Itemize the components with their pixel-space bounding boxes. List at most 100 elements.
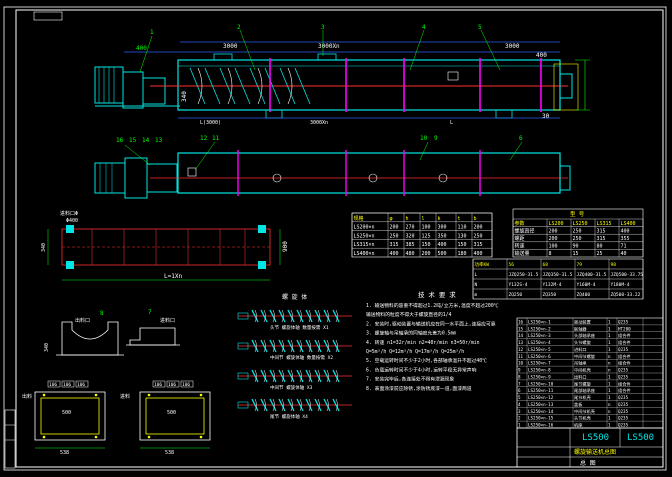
- table2-cell: 转速: [515, 243, 525, 250]
- bom-cell: 7: [518, 381, 521, 386]
- table3-cell: Y132S-4: [509, 282, 528, 288]
- frame-dim-length: L=1Xn: [164, 273, 182, 280]
- screw-flight: [251, 339, 340, 353]
- table1-cell: 150: [458, 242, 467, 248]
- bom-cell: 吊轴承: [574, 360, 587, 367]
- bom-cell: n: [608, 368, 611, 373]
- table1-cell: 480: [406, 251, 415, 257]
- table1-cell: 385: [406, 242, 415, 248]
- bom-cell: 2: [518, 416, 521, 421]
- table1-cell: 400: [474, 251, 483, 257]
- leader: [509, 141, 523, 161]
- side-strip: [4, 409, 16, 469]
- table2-cell: 71: [621, 244, 627, 250]
- bom-cell: LS250×n-12: [528, 395, 554, 400]
- table3-cell: ZQ400: [577, 292, 591, 298]
- bom-cell: 1: [608, 319, 611, 324]
- outlet-dim-inner: 500: [62, 410, 71, 416]
- bom-cell: LS250×n-10: [528, 381, 554, 386]
- outlet-frame: [34, 391, 106, 441]
- outer-border: [3, 6, 667, 471]
- bom-cell: 1: [608, 388, 611, 393]
- inlet-side-label: 进料: [120, 393, 130, 400]
- plan-view: 16 15 14 13 12 11 10 9 6: [94, 135, 571, 199]
- bom-cell: 组合件: [618, 387, 631, 394]
- dim-text-top-1: 3000: [223, 43, 238, 50]
- table3-cell: Y132M-4: [543, 282, 562, 288]
- outlet-bolt: [94, 435, 98, 439]
- leader: [194, 141, 216, 171]
- dim-text-top-0: 400: [136, 45, 147, 52]
- table3-cell: 79: [577, 262, 583, 268]
- table1-cell: 110: [458, 225, 467, 231]
- table3-cell: ZQ500-33.22: [611, 292, 641, 298]
- bom-cell: 盖板: [574, 401, 583, 408]
- inlet-outlet-details: 出料口 340 8 进料口 7 106 106 106 500 538 出料: [22, 309, 211, 456]
- table1-cell: 500: [438, 251, 447, 257]
- bom-cell: LS250×n-3: [528, 333, 551, 338]
- screw-flight-edge: [254, 309, 338, 323]
- leader: [139, 35, 153, 73]
- tail-bearing: [559, 73, 573, 99]
- bom-cell: 5: [518, 395, 521, 400]
- bom-cell: 组合件: [618, 360, 631, 367]
- balloon-4: 4: [422, 24, 426, 31]
- table3-cell: m: [475, 293, 478, 298]
- bom-cell: Q235: [618, 409, 629, 414]
- table2-cell: 250: [573, 228, 582, 234]
- bom-cell: 14: [518, 333, 524, 338]
- notes-title: 技 术 要 求: [418, 290, 456, 299]
- dim-text-bottom-0: L(3000): [200, 120, 221, 126]
- bom-cell: 机座: [574, 422, 582, 429]
- screw-flight: [251, 398, 340, 412]
- note-line: 7. 安装完毕后,各连接处不得有泄漏现象: [366, 376, 455, 383]
- inlet: [317, 53, 337, 61]
- table1-cell: 100: [422, 225, 431, 231]
- bom-cell: Q235: [618, 347, 629, 352]
- title-name: 螺旋输送机总图: [574, 448, 616, 456]
- bom-cell: LS250×n-6: [528, 354, 551, 359]
- bom-cell: 1: [608, 416, 611, 421]
- table1-cell: 250: [474, 233, 483, 239]
- plan-hole: [438, 173, 448, 183]
- table2-cell: LS250: [573, 221, 588, 227]
- bom-cell: 1: [608, 333, 611, 338]
- inlet-tag-box: [180, 380, 194, 388]
- screw-flight: [251, 369, 340, 383]
- table3-cell: JZQ350-31.5: [543, 272, 573, 278]
- table2-cell: 8: [549, 251, 552, 257]
- table2-cell: 输送量: [515, 250, 530, 257]
- outlet-inner: [40, 397, 100, 435]
- table3-cell: 56: [509, 262, 515, 268]
- table3-cell: JZQ500-33.75: [611, 272, 644, 278]
- bom-cell: 尾节机壳: [574, 394, 592, 401]
- bom-cell: 联轴器: [574, 325, 587, 332]
- bom-cell: 中间节机壳: [574, 408, 596, 415]
- balloon-2: 2: [237, 24, 241, 31]
- bom-cell: LS250×n-1: [528, 319, 551, 324]
- bom-cell: 1: [608, 347, 611, 352]
- outlet-tag-box: [61, 380, 75, 388]
- table3-cell: ZQ250: [509, 292, 523, 298]
- table1-cell: LS315×n: [354, 242, 375, 248]
- bom-cell: 组合件: [618, 339, 631, 346]
- saddle-support: [61, 321, 119, 356]
- bom-cell: 头节机壳: [574, 415, 592, 422]
- balloon-14: 14: [142, 137, 150, 144]
- table1-cell: h: [406, 216, 409, 222]
- bom-cell: n: [608, 402, 611, 407]
- title-block: LS500 LS500 螺旋输送机总图 总 图: [516, 427, 664, 468]
- support-frame-view: 进料口Φ Φ400 L=1Xn 340 900: [41, 210, 289, 281]
- screw-coupling: [237, 312, 249, 320]
- bom-cell: 组合件: [618, 332, 631, 339]
- table2-cell: 355: [621, 236, 630, 242]
- title-model-right: LS500: [627, 433, 654, 443]
- table2-cell: 250: [573, 236, 582, 242]
- table1-cell: LS200×n: [354, 225, 375, 231]
- frame-pad: [66, 225, 74, 233]
- balloon-1: 1: [150, 29, 154, 36]
- balloon-16: 16: [116, 137, 124, 144]
